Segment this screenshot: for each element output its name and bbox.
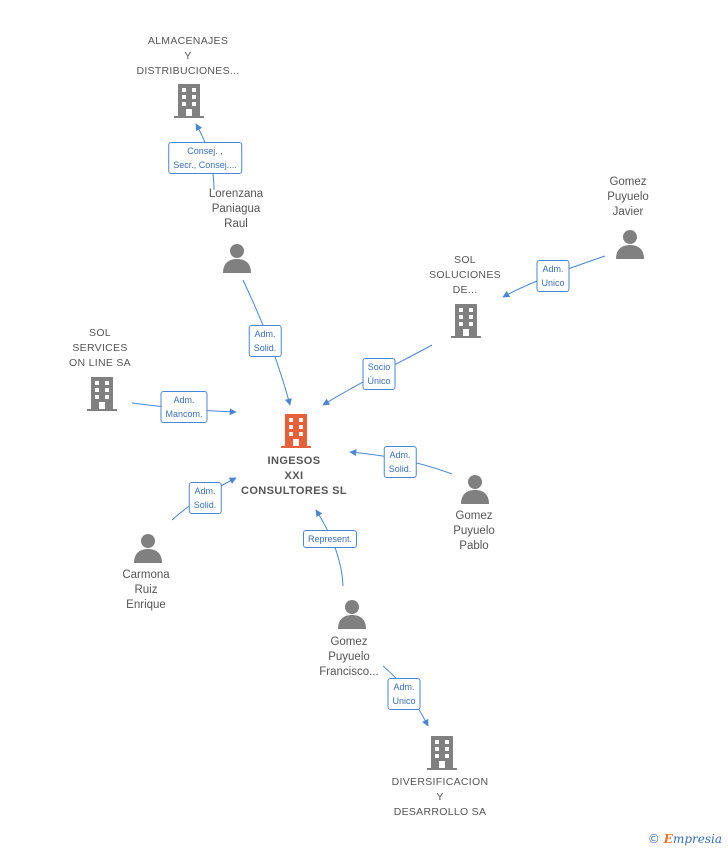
node-label-line: Paniagua [211,203,261,215]
copyright-icon: © [647,832,660,846]
building-icon[interactable] [451,304,481,338]
copyright-brand[interactable]: ©Empresia [648,832,722,846]
person-icon[interactable] [133,533,163,563]
edge-label-line: Adm. [194,486,216,496]
building-icon[interactable] [427,736,457,770]
node-label-sol-soluciones[interactable]: SOL SOLUCIONES DE... [429,253,501,298]
edge-label-line: Socio [367,362,391,372]
node-label-line: ON LINE SA [69,357,131,369]
person-icon[interactable] [337,599,367,629]
edge-label-sol-services-ingesos[interactable]: Adm. Mancom. [160,391,208,423]
node-label-gomez-francisco[interactable]: Gomez Puyuelo Francisco... [319,635,378,680]
edge-label-lorenzana-ingesos[interactable]: Adm. Solid. [248,325,282,357]
building-icon[interactable] [87,377,117,411]
node-label-line: XXI [284,470,304,482]
node-label-line: Gomez [455,510,493,522]
edge-label-gomez-pablo-ingesos[interactable]: Adm. Solid. [383,446,417,478]
edge-label-line: Adm. [254,329,276,339]
node-label-gomez-pablo[interactable]: Gomez Puyuelo Pablo [453,509,495,554]
edge-label-line: Adm. [173,395,195,405]
node-label-diversificacion[interactable]: DIVERSIFICACION Y DESARROLLO SA [392,775,489,820]
node-label-line: Puyuelo [453,525,495,537]
node-label-line: Y [184,50,192,62]
edge-gomez-francisco-ingesos [315,509,344,587]
node-label-line: SOLUCIONES [429,269,501,281]
edge-label-line: Solid. [193,500,217,510]
node-label-line: Puyuelo [607,191,649,203]
edge-label-line: Mancom. [165,409,203,419]
person-icon[interactable] [222,243,252,273]
node-label-line: SERVICES [72,342,128,354]
edge-label-carmona-ingesos[interactable]: Adm. Solid. [188,482,222,514]
edge-label-line: Adm. [542,264,564,274]
brand-name: mpresia [672,832,722,846]
node-label-line: CONSULTORES SL [240,485,348,497]
node-label-carmona[interactable]: Carmona Ruiz Enrique [122,568,169,613]
edge-label-line: Adm. [393,682,415,692]
node-label-line: Gomez [609,176,647,188]
edge-label-sol-soluciones-ingesos[interactable]: Socio Único [362,358,396,390]
building-icon[interactable] [174,84,204,118]
node-label-line: DIVERSIFICACION [391,776,489,788]
node-label-line: Y [436,791,444,803]
node-label-line: Pablo [459,540,489,552]
edge-label-line: Solid. [253,343,277,353]
brand-initial: E [663,832,673,846]
node-label-line: INGESOS [267,455,321,467]
edge-label-gomez-francisco-ingesos[interactable]: Represent. [302,530,358,548]
node-label-line: Gomez [330,636,368,648]
node-label-gomez-javier[interactable]: Gomez Puyuelo Javier [607,175,649,220]
building-icon-main[interactable] [281,414,311,448]
edge-label-line: Secr., Consej.... [173,160,237,170]
node-label-sol-services[interactable]: SOL SERVICES ON LINE SA [69,326,131,371]
node-label-line: Francisco... [319,666,379,678]
edge-label-line: Unico [392,696,416,706]
node-label-line: ALMACENAJES [147,35,229,47]
node-label-line: Javier [612,206,644,218]
node-label-line: Raul [224,218,248,230]
node-label-line: SOL [454,254,476,266]
node-label-line: Lorenzana [208,188,264,200]
edge-label-line: Unico [541,278,565,288]
node-label-almacenajes[interactable]: ALMACENAJES Y DISTRIBUCIONES... [136,34,239,79]
node-label-line: Puyuelo [328,651,370,663]
node-label-line: Enrique [126,599,166,611]
edge-label-line: Represent. [307,534,353,544]
edge-label-line: Adm. [389,450,411,460]
edge-label-gomez-francisco-diversificacion[interactable]: Adm. Unico [387,678,421,710]
person-icon[interactable] [460,474,490,504]
node-label-line: Carmona [122,569,170,581]
edge-label-line: Consej. , [187,146,223,156]
node-label-line: DISTRIBUCIONES... [136,65,240,77]
node-label-line: DESARROLLO SA [393,806,487,818]
node-label-ingesos[interactable]: INGESOS XXI CONSULTORES SL [241,454,347,499]
node-label-line: SOL [89,327,111,339]
person-icon[interactable] [615,229,645,259]
edge-label-lorenzana-almacenajes[interactable]: Consej. , Secr., Consej.... [168,142,242,174]
edge-label-line: Único [367,376,391,386]
node-label-lorenzana[interactable]: Lorenzana Paniagua Raul [209,187,263,232]
edge-label-line: Solid. [388,464,412,474]
node-label-line: Ruiz [134,584,158,596]
node-label-line: DE... [452,284,478,296]
edge-label-gomez-javier-sol-soluciones[interactable]: Adm. Unico [536,260,570,292]
